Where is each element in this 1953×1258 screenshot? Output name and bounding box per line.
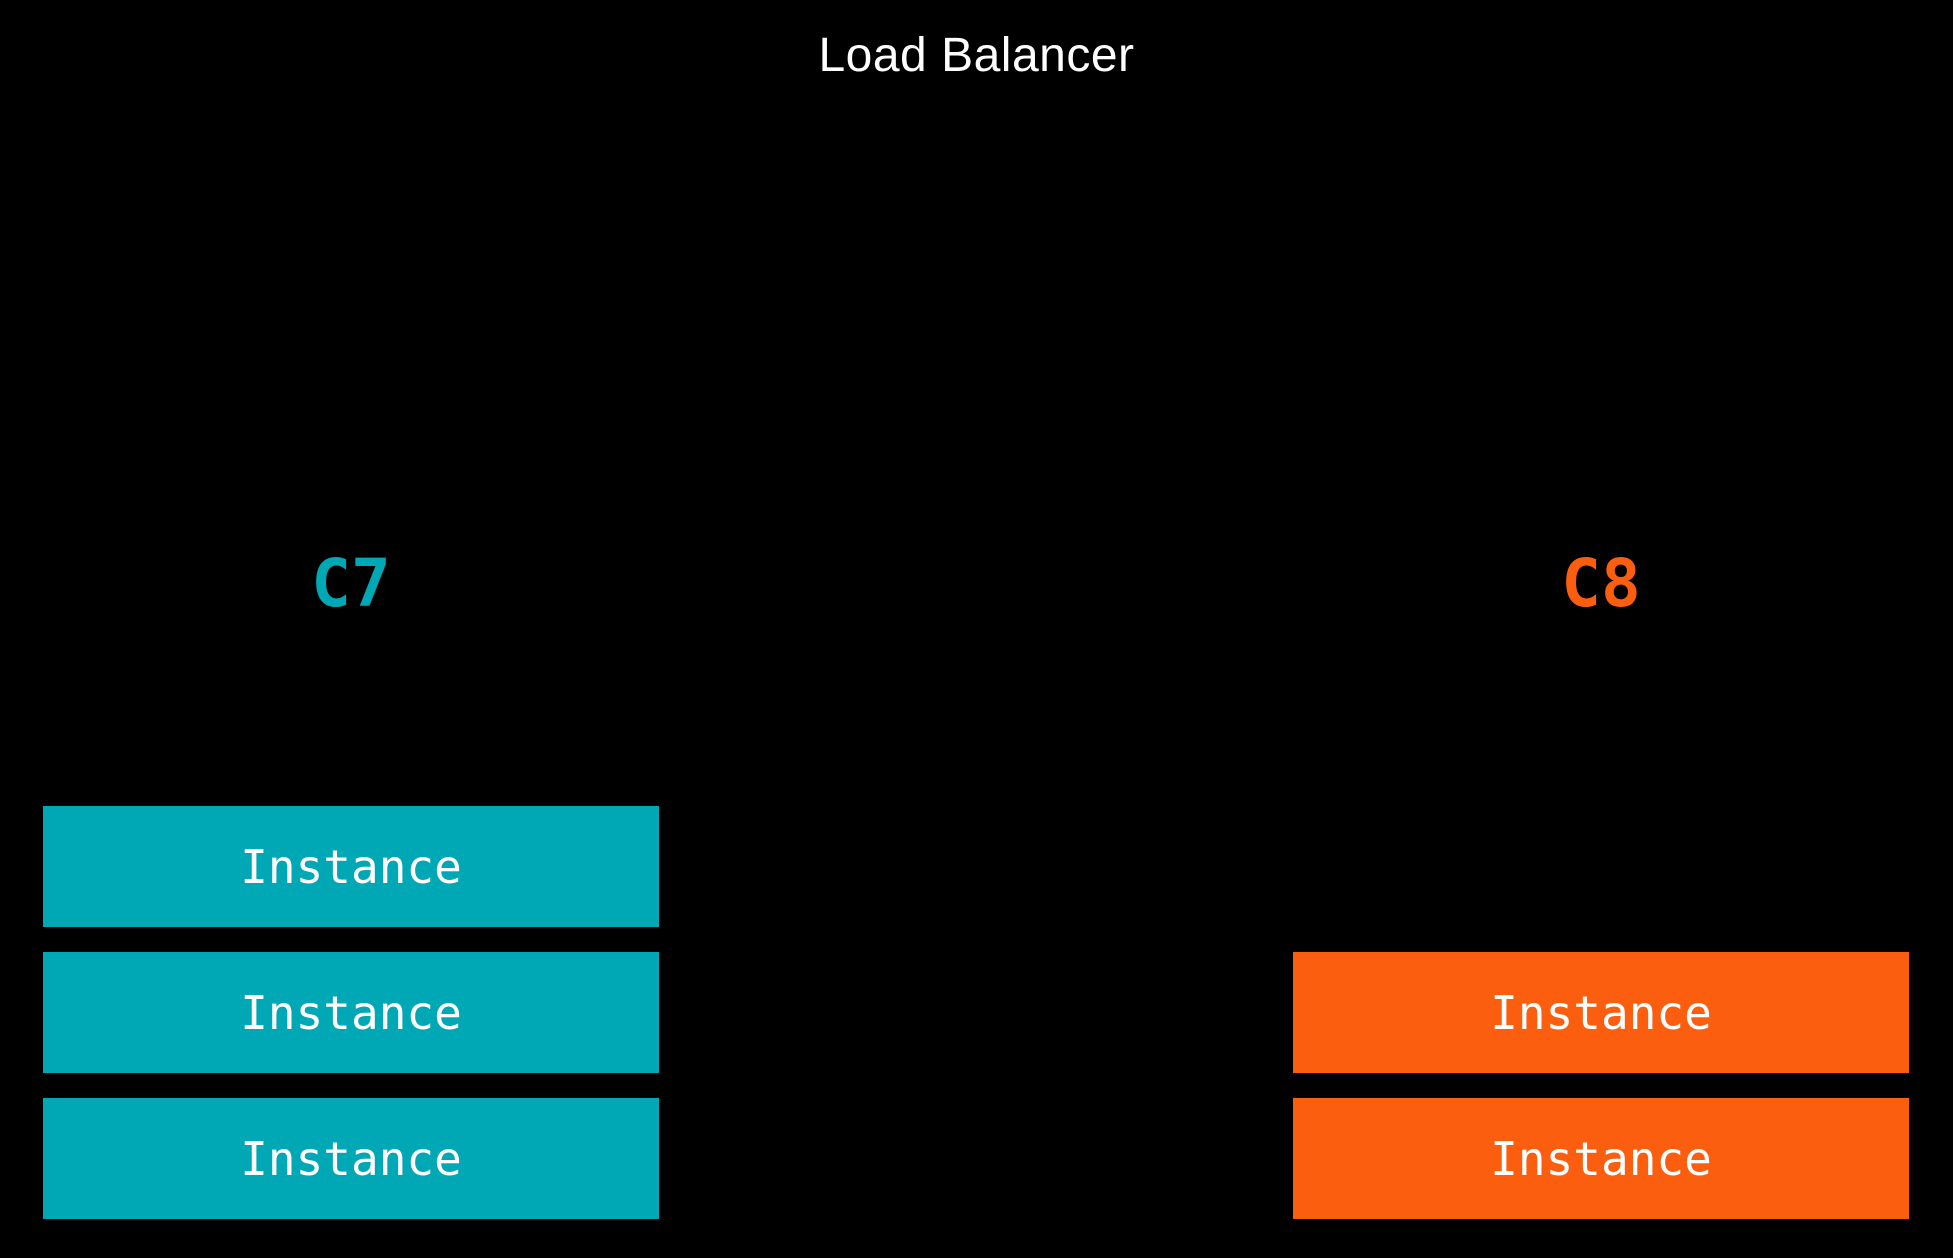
instance-box: Instance bbox=[1293, 1098, 1909, 1219]
instance-box: Instance bbox=[43, 806, 659, 927]
cluster-c8-label: C8 bbox=[1561, 545, 1641, 622]
instance-box: Instance bbox=[43, 952, 659, 1073]
cluster-c7-label: C7 bbox=[311, 545, 391, 622]
instance-box: Instance bbox=[43, 1098, 659, 1219]
instance-box: Instance bbox=[1293, 952, 1909, 1073]
load-balancer-title: Load Balancer bbox=[818, 29, 1135, 82]
